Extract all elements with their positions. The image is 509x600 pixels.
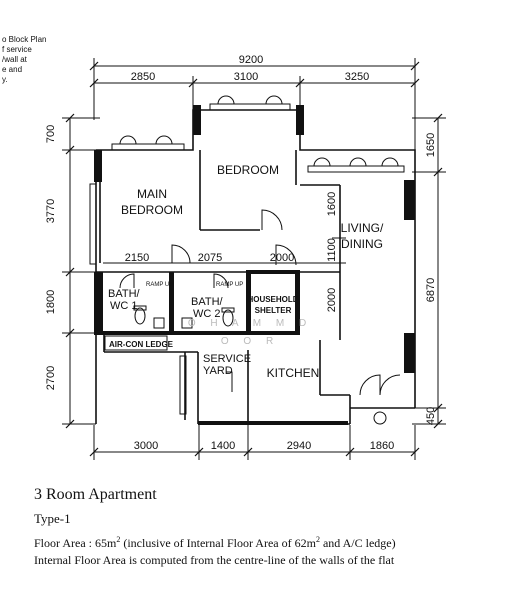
dim-interior: 2075 <box>198 252 222 264</box>
dim-top: 3250 <box>345 71 369 83</box>
dim-bottom: 1860 <box>370 440 394 452</box>
dim-interior: 1600 <box>326 192 338 216</box>
bath1-label: WC 1 <box>110 300 138 312</box>
bath1-label: BATH/ <box>108 288 141 300</box>
dim-left: 2700 <box>45 366 57 390</box>
thick-walls <box>94 105 415 425</box>
dimension-ticks <box>65 61 443 457</box>
dim-right: 6870 <box>425 278 437 302</box>
floor-area-sup: 2 <box>116 535 121 544</box>
watermark-line: O H A M M D <box>188 318 312 329</box>
dimension-lines <box>62 58 446 460</box>
caption-title: 3 Room Apartment <box>34 486 157 503</box>
walls <box>95 109 416 425</box>
floor-area-prefix: Floor Area : 65m <box>34 536 117 550</box>
dim-interior: 2000 <box>326 288 338 312</box>
dim-right: 450 <box>425 407 437 425</box>
dim-top: 3100 <box>234 71 258 83</box>
corner-note: o Block Plan f service /wall at e and y. <box>2 35 46 84</box>
floor-area-mid: (inclusive of Internal Floor Area of 62m <box>120 536 316 550</box>
kitchen-label: KITCHEN <box>267 366 320 380</box>
caption-note: Internal Floor Area is computed from the… <box>34 553 395 567</box>
dim-bottom: 1400 <box>211 440 235 452</box>
door-swings <box>119 209 401 425</box>
fixtures <box>104 305 235 351</box>
watermark: O H A M M D O O R <box>188 318 312 347</box>
dim-interior: 1100 <box>326 238 338 262</box>
dim-left: 3770 <box>45 199 57 223</box>
dim-bottom: 2940 <box>287 440 311 452</box>
room-labels: MAIN BEDROOM BEDROOM LIVING/ DINING BATH… <box>108 163 384 380</box>
living-dining-label: DINING <box>341 237 383 251</box>
corner-note-line: f service <box>2 45 32 54</box>
main-bedroom-label: MAIN <box>137 187 167 201</box>
corner-note-line: /wall at <box>2 55 28 64</box>
floor-area-sup2: 2 <box>315 535 320 544</box>
corner-note-line: y. <box>2 75 8 84</box>
service-yard-label: SERVICE <box>203 353 251 365</box>
dim-interior: 2000 <box>270 252 294 264</box>
caption-type: Type-1 <box>34 511 71 526</box>
aircon-ledge-label: AIR-CON LEDGE <box>109 340 174 349</box>
corner-note-line: e and <box>2 65 22 74</box>
floor-area-suffix: and A/C ledge) <box>319 536 396 550</box>
service-yard-label: YARD <box>203 365 233 377</box>
dim-left: 1800 <box>45 290 57 314</box>
bedroom-label: BEDROOM <box>217 163 279 177</box>
ramp-label: RAMP UP <box>216 282 243 288</box>
dim-right: 1650 <box>425 133 437 157</box>
dim-top: 2850 <box>131 71 155 83</box>
main-bedroom-label: BEDROOM <box>121 203 183 217</box>
dim-overall-width: 9200 <box>239 54 263 66</box>
caption-floor-area: Floor Area : 65m2 (inclusive of Internal… <box>34 535 396 551</box>
watermark-line: O O R <box>221 336 279 347</box>
ramp-label: RAMP UP <box>146 282 173 288</box>
bath2-label: WC 2 <box>193 308 221 320</box>
bath2-label: BATH/ <box>191 296 224 308</box>
windows <box>89 95 405 415</box>
dimension-labels: 9200 2850 3100 3250 3000 1400 2940 1860 … <box>45 54 437 452</box>
dim-bottom: 3000 <box>134 440 158 452</box>
corner-note-line: o Block Plan <box>2 35 46 44</box>
dim-left: 700 <box>45 125 57 143</box>
household-shelter-label: HOUSEHOLD <box>247 295 298 304</box>
household-shelter-label: SHELTER <box>255 306 292 315</box>
dim-interior: 2150 <box>125 252 149 264</box>
living-dining-label: LIVING/ <box>341 221 384 235</box>
